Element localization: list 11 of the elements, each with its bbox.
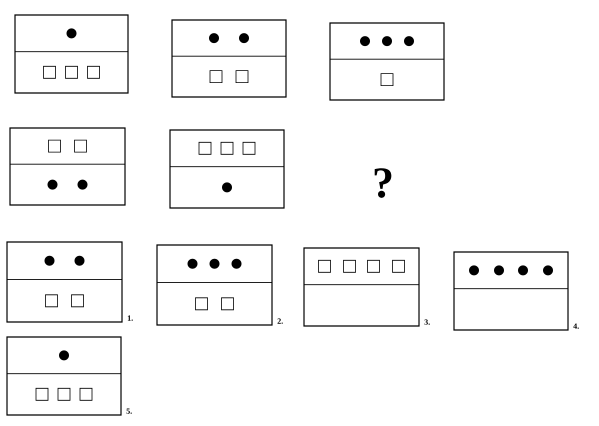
question-mark: ? — [374, 168, 392, 198]
puzzle-card — [9, 127, 126, 206]
puzzle-card — [329, 22, 445, 101]
puzzle-card — [453, 251, 569, 331]
puzzle-card — [169, 129, 285, 209]
puzzle-card — [6, 336, 122, 416]
puzzle-card — [171, 19, 287, 98]
puzzle-card — [6, 241, 123, 323]
puzzle-card — [14, 14, 129, 94]
puzzle-card — [156, 244, 273, 326]
puzzle-card — [303, 247, 420, 327]
